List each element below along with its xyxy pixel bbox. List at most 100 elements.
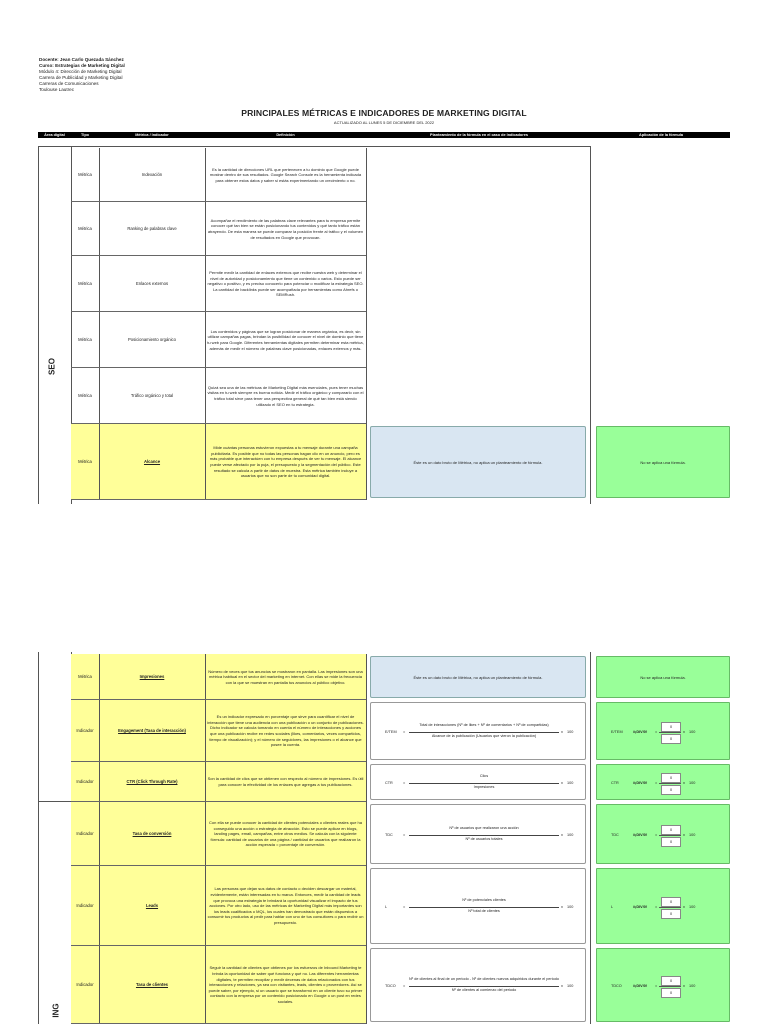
- page-subtitle: ACTUALIZADO AL LUNES 5 DE DICIEMBRE DEL …: [333, 120, 435, 125]
- fraction-denominator: Alcance de la publicación (Usuarios que …: [431, 733, 537, 738]
- equals-sign: =: [655, 905, 658, 909]
- metric-name[interactable]: CTR (Click Through Rate): [99, 762, 205, 802]
- metric-name[interactable]: Leads: [99, 866, 205, 946]
- input-cell[interactable]: 0: [661, 734, 681, 744]
- equals-sign: =: [403, 730, 406, 734]
- row-divider: [71, 699, 366, 700]
- fraction-numerator: Total de interacciones (Nº de likes + Nº…: [419, 723, 549, 727]
- times-sign: x: [683, 781, 685, 785]
- document-header: Docente: Jean Carlo Quezada Sánchez Curs…: [39, 57, 125, 93]
- grid-line: [366, 866, 367, 946]
- fraction-numerator: Nº de potenciales clientes: [462, 898, 506, 902]
- formula-apply-box: No se aplica una fórmula.: [596, 656, 730, 698]
- input-cell[interactable]: 0: [661, 785, 681, 795]
- grid-line: [366, 424, 367, 500]
- tipo-cell: Métrica: [71, 424, 99, 500]
- times-sign: x: [683, 905, 685, 909]
- grid-line: [99, 312, 100, 368]
- col-tipo: Tipo: [81, 132, 89, 137]
- grid-line: [99, 802, 100, 866]
- apply-label: TDC: [611, 833, 619, 837]
- grid-line: [205, 700, 206, 762]
- metric-name[interactable]: Engagement (Tasa de interacción): [99, 700, 205, 762]
- formula-plan-box: TDC=Nº de usuarios que realizaron una ac…: [370, 804, 586, 864]
- fraction-bar: [409, 732, 559, 733]
- col-planteamiento: Planteamiento de la fórmula en el caso d…: [430, 132, 528, 137]
- input-cell[interactable]: 0: [661, 976, 681, 986]
- times-sign: x: [561, 730, 563, 734]
- definition-cell: Quizá sea una de las métricas de Marketi…: [207, 384, 364, 407]
- metric-label: Leads: [145, 903, 159, 909]
- equals-sign: =: [655, 781, 658, 785]
- apply-result: #¡DIV/0!: [633, 781, 648, 785]
- input-cell[interactable]: 0: [661, 825, 681, 835]
- formula-label: TDCO: [385, 984, 396, 988]
- grid-line: [99, 762, 100, 802]
- docente-text: Docente: Jean Carlo Quezada Sánchez: [39, 57, 124, 62]
- metric-label: Alcance: [143, 459, 161, 465]
- metric-name[interactable]: Tasa de clientes: [99, 946, 205, 1024]
- col-area: Área digital: [44, 132, 65, 137]
- times-sign: x: [561, 984, 563, 988]
- metric-name[interactable]: Alcance: [99, 424, 205, 500]
- input-cell[interactable]: 0: [661, 897, 681, 907]
- row-divider: [71, 367, 366, 368]
- fraction-denominator: Nº total de clientes: [468, 908, 500, 913]
- grid-line: [38, 146, 39, 504]
- metric-label: Engagement (Tasa de interacción): [118, 728, 186, 734]
- fraction: Nº de usuarios que realizaron una acción…: [409, 805, 559, 863]
- apply-label: L: [611, 905, 614, 909]
- input-cell[interactable]: 0: [661, 909, 681, 919]
- metric-label: Enlaces externos: [135, 281, 169, 287]
- tipo-cell: Métrica: [78, 337, 92, 343]
- fraction-numerator: Nº de usuarios que realizaron una acción: [449, 826, 519, 830]
- definition-cell: Permite medir la cantidad de enlaces ext…: [207, 270, 364, 298]
- times-sign: x: [561, 905, 563, 909]
- equals-sign: =: [655, 730, 658, 734]
- metric-name: Indexación: [99, 148, 205, 202]
- col-metrica: Métrica / Indicador: [135, 132, 169, 137]
- metric-name: Tráfico orgánico y total: [99, 368, 205, 424]
- metric-name[interactable]: Tasa de conversión: [99, 802, 205, 866]
- hundred-value: 100: [567, 781, 574, 785]
- grid-line: [590, 652, 591, 1024]
- grid-line: [99, 424, 100, 500]
- formula-plan-box: Éste es un dato bruto de Métrica, no apl…: [370, 426, 586, 498]
- fraction-bar: [659, 783, 681, 784]
- carrera-text: Carrera de Publicidad y Marketing Digita…: [39, 75, 123, 80]
- equals-sign: =: [655, 833, 658, 837]
- grid-line: [38, 652, 39, 1024]
- fraction-bar: [659, 732, 681, 733]
- formula-label: CTR: [385, 781, 393, 785]
- definition-cell: Número de veces que tus anuncios se most…: [205, 654, 366, 700]
- input-cell[interactable]: 0: [661, 837, 681, 847]
- apply-result: #¡DIV/0!: [633, 730, 648, 734]
- input-cell[interactable]: 0: [661, 773, 681, 783]
- apply-label: CTR: [611, 781, 619, 785]
- input-cell[interactable]: 0: [661, 722, 681, 732]
- grid-line: [99, 654, 100, 700]
- tipo-cell: Métrica: [78, 226, 92, 232]
- input-cell[interactable]: 0: [661, 988, 681, 998]
- metric-name: Posicionamiento orgánico: [99, 312, 205, 368]
- apply-result: #¡DIV/0!: [633, 984, 648, 988]
- formula-label: E/TEM: [385, 730, 397, 734]
- grid-line: [38, 801, 71, 802]
- metric-name: Enlaces externos: [99, 256, 205, 312]
- grid-line: [99, 946, 100, 1024]
- metric-name[interactable]: Impresiones: [99, 654, 205, 700]
- grid-line: [205, 802, 206, 866]
- grid-line: [366, 700, 367, 762]
